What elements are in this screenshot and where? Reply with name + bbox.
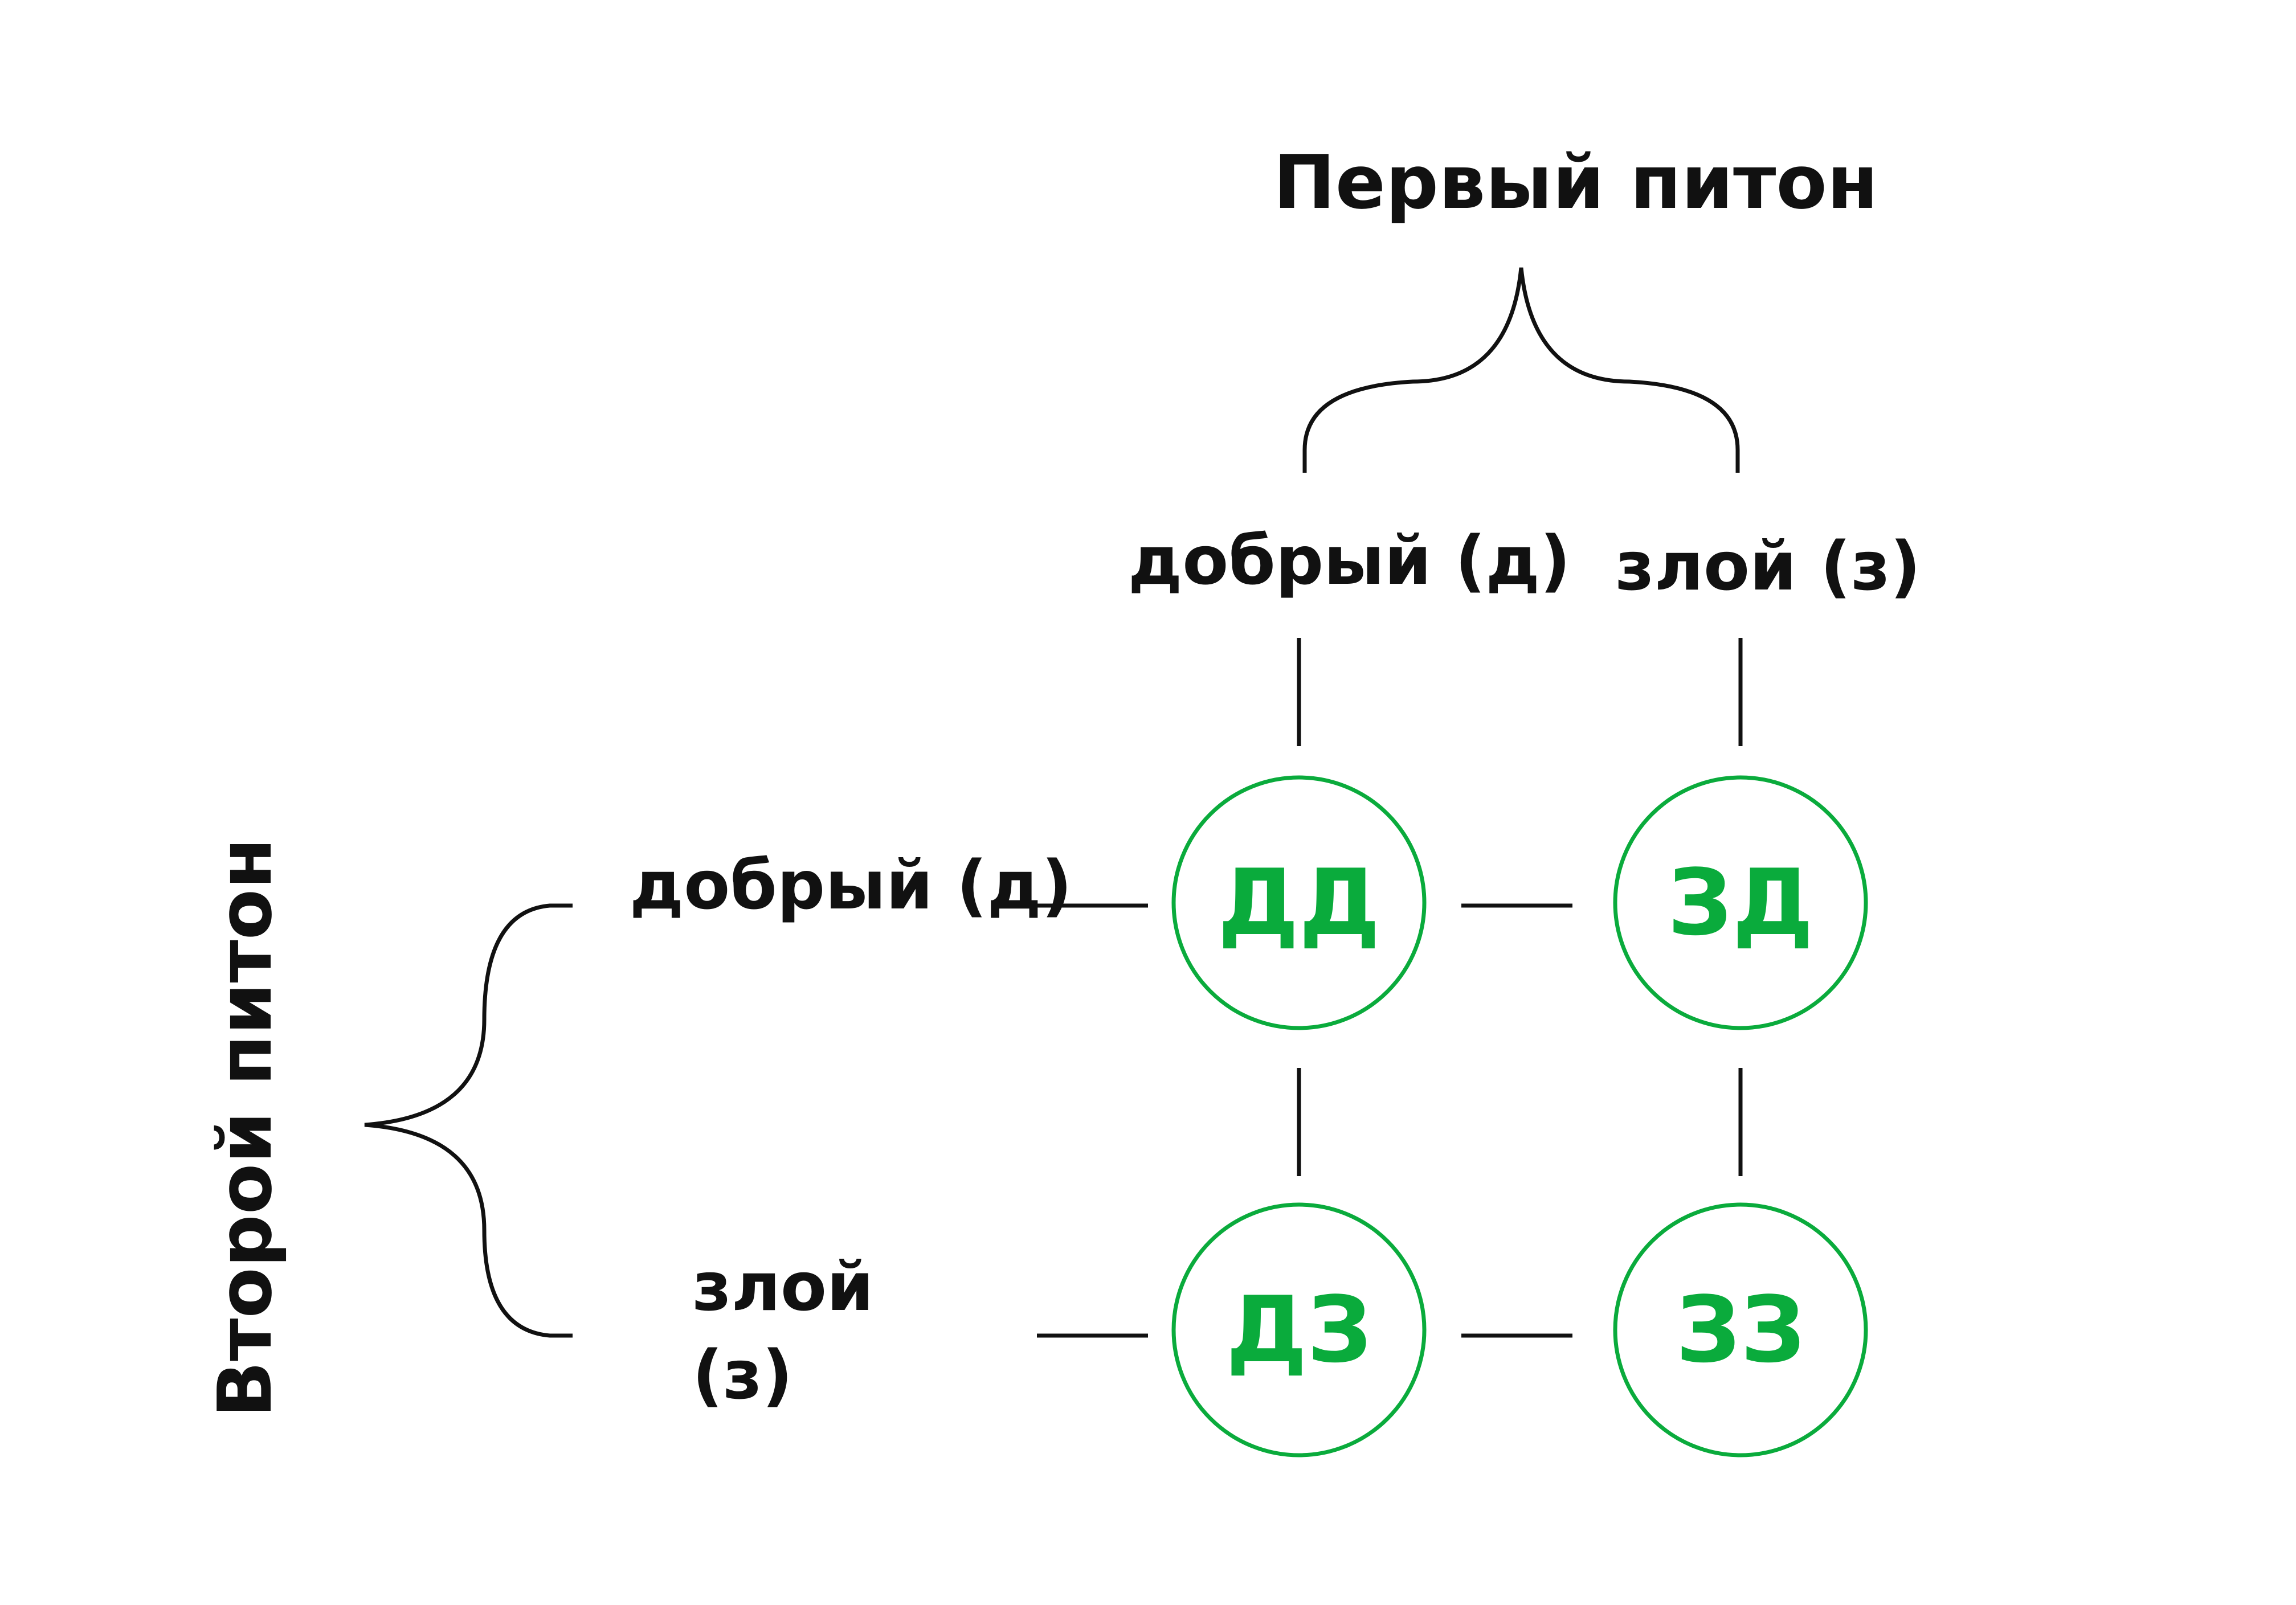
cell-text-zz: ЗЗ xyxy=(1676,1276,1805,1383)
left-brace xyxy=(364,903,573,1338)
first-python-title: Первый питон xyxy=(1273,139,1878,226)
column-header-good: добрый (д) xyxy=(1128,521,1571,600)
column-header-evil: злой (з) xyxy=(1615,527,1921,605)
cell-text-zd: ЗД xyxy=(1667,849,1814,956)
cell-circle-zz xyxy=(1613,1202,1868,1457)
cell-circle-dd xyxy=(1171,775,1427,1030)
cell-circle-dz xyxy=(1171,1202,1427,1457)
row-header-evil-line1: злой xyxy=(692,1247,874,1326)
second-python-title: Второй питон xyxy=(202,838,288,1418)
cell-text-dz: ДЗ xyxy=(1225,1276,1372,1383)
row-header-evil-line2: (з) xyxy=(692,1336,793,1414)
cell-text-dd: ДД xyxy=(1218,849,1380,956)
cell-circle-zd xyxy=(1613,775,1868,1030)
row-header-good: добрый (д) xyxy=(630,846,1072,924)
top-brace xyxy=(1302,267,1740,473)
